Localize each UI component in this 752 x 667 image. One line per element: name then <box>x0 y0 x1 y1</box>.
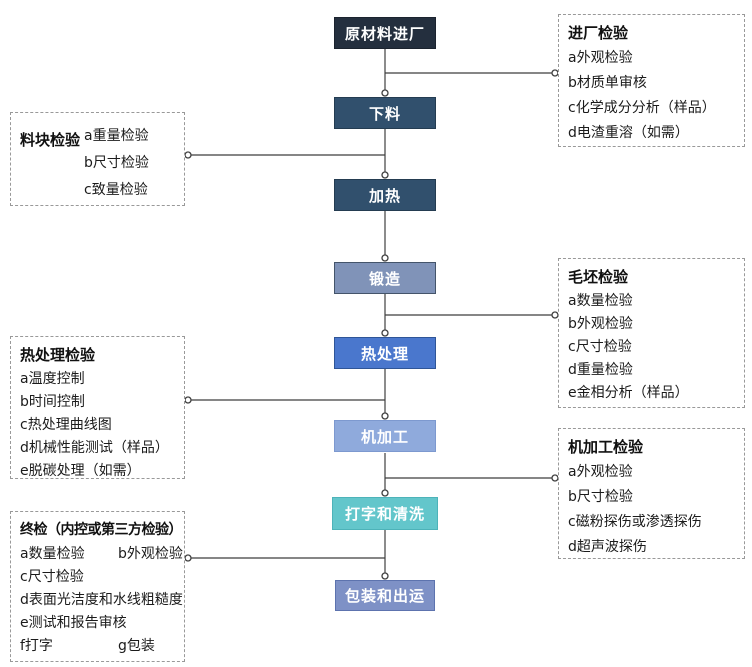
inspection-title: 热处理检验 <box>20 346 96 364</box>
inspection-item: c致量检验 <box>84 182 148 198</box>
inspection-title: 毛坯检验 <box>568 268 629 286</box>
inspection-item-row: d重量检验 <box>568 359 735 382</box>
inspection-box-blank: 毛坯检验 a数量检验 b外观检验 c尺寸检验 d重量检验 e金相分析（样品） <box>558 258 745 408</box>
inspection-item: d机械性能测试（样品） <box>20 440 169 456</box>
flow-step-forging: 锻造 <box>334 262 436 294</box>
flow-step-packing-shipping: 包装和出运 <box>335 580 435 611</box>
flow-lines <box>191 49 552 573</box>
inspection-item: b尺寸检验 <box>568 489 633 505</box>
inspection-item-row: a重量检验 <box>84 123 149 150</box>
inspection-item-row: a数量检验 <box>568 290 735 313</box>
inspection-item: c热处理曲线图 <box>20 417 112 433</box>
inspection-item: a外观检验 <box>568 50 633 66</box>
inspection-item: g包装 <box>118 638 155 654</box>
inspection-title: 机加工检验 <box>568 438 644 456</box>
flow-step-marking-cleaning: 打字和清洗 <box>332 497 438 530</box>
inspection-item-row: a温度控制 <box>20 368 175 391</box>
inspection-items: a重量检验 b尺寸检验 c致量检验 <box>84 118 149 200</box>
inspection-item: b尺寸检验 <box>84 155 149 171</box>
inspection-item: c化学成分分析（样品） <box>568 100 716 116</box>
inspection-box-incoming: 进厂检验 a外观检验 b材质单审核 c化学成分分析（样品） d电渣重溶（如需） <box>558 14 745 147</box>
inspection-item-row: d表面光洁度和水线粗糙度 <box>20 589 183 612</box>
inspection-item-row: b时间控制 <box>20 391 175 414</box>
inspection-items: a外观检验 b尺寸检验 c磁粉探伤或渗透探伤 d超声波探伤 <box>568 460 735 560</box>
inspection-item-row: d电渣重溶（如需） <box>568 121 735 146</box>
inspection-items: a数量检验 b外观检验 c尺寸检验 d重量检验 e金相分析（样品） <box>568 290 735 405</box>
inspection-item-row: f打字 g包装 <box>20 635 175 658</box>
flow-step-heat-treatment: 热处理 <box>334 337 436 369</box>
connector-dot-icons <box>184 69 559 580</box>
inspection-item: c尺寸检验 <box>568 339 632 355</box>
inspection-item-row: d超声波探伤 <box>568 535 735 560</box>
inspection-item-row: e测试和报告审核 <box>20 612 175 635</box>
inspection-item-row: e金相分析（样品） <box>568 382 735 405</box>
inspection-item: b时间控制 <box>20 394 85 410</box>
inspection-box-final: 终检（内控或第三方检验） a数量检验 b外观检验 c尺寸检验 d表面光洁度和水线粗糙度… <box>10 511 185 662</box>
inspection-box-heat-treatment: 热处理检验 a温度控制 b时间控制 c热处理曲线图 d机械性能测试（样品） e脱碳处理（… <box>10 336 185 479</box>
inspection-item-row: d机械性能测试（样品） <box>20 437 175 460</box>
inspection-item: b材质单审核 <box>568 75 647 91</box>
inspection-title: 料块检验 <box>20 131 81 149</box>
inspection-item-row: c尺寸检验 <box>20 566 175 589</box>
inspection-item: b外观检验 <box>568 316 633 332</box>
inspection-item: f打字 <box>20 638 53 654</box>
inspection-item: e测试和报告审核 <box>20 615 127 631</box>
inspection-item: e金相分析（样品） <box>568 385 689 401</box>
inspection-item-row: b尺寸检验 <box>568 485 735 510</box>
inspection-item-row: c磁粉探伤或渗透探伤 <box>568 510 735 535</box>
inspection-item: a温度控制 <box>20 371 85 387</box>
flow-step-heating: 加热 <box>334 179 436 211</box>
inspection-items: a数量检验 b外观检验 c尺寸检验 d表面光洁度和水线粗糙度 e测试和报告审核 f打字 g包… <box>20 543 183 658</box>
inspection-item-row: c化学成分分析（样品） <box>568 96 735 121</box>
inspection-box-machining: 机加工检验 a外观检验 b尺寸检验 c磁粉探伤或渗透探伤 d超声波探伤 <box>558 428 745 559</box>
inspection-item-row: c致量检验 <box>84 177 149 204</box>
inspection-item: d电渣重溶（如需） <box>568 125 689 141</box>
inspection-item-row: a数量检验 b外观检验 <box>20 543 183 566</box>
inspection-item: a外观检验 <box>568 464 633 480</box>
inspection-items: a外观检验 b材质单审核 c化学成分分析（样品） d电渣重溶（如需） <box>568 46 735 146</box>
inspection-item-row: b材质单审核 <box>568 71 735 96</box>
inspection-box-material-block: 料块检验 a重量检验 b尺寸检验 c致量检验 <box>10 112 185 206</box>
inspection-item: d超声波探伤 <box>568 539 647 555</box>
inspection-title: 进厂检验 <box>568 24 629 42</box>
inspection-item-row: e脱碳处理（如需） <box>20 460 175 483</box>
flow-step-raw-material-arrival: 原材料进厂 <box>334 17 436 49</box>
inspection-item: a重量检验 <box>84 128 149 144</box>
inspection-item: d重量检验 <box>568 362 633 378</box>
inspection-item-row: b尺寸检验 <box>84 150 149 177</box>
inspection-item-row: b外观检验 <box>568 313 735 336</box>
inspection-item: a数量检验 <box>568 293 633 309</box>
inspection-item-row: a外观检验 <box>568 46 735 71</box>
inspection-item: b外观检验 <box>118 546 183 562</box>
inspection-item: c磁粉探伤或渗透探伤 <box>568 514 702 530</box>
inspection-item: d表面光洁度和水线粗糙度 <box>20 592 183 608</box>
inspection-item: c尺寸检验 <box>20 569 84 585</box>
inspection-item: e脱碳处理（如需） <box>20 463 141 479</box>
inspection-item-row: c尺寸检验 <box>568 336 735 359</box>
inspection-item: a数量检验 <box>20 546 85 562</box>
flow-step-machining: 机加工 <box>334 420 436 452</box>
inspection-item-row: c热处理曲线图 <box>20 414 175 437</box>
inspection-items: a温度控制 b时间控制 c热处理曲线图 d机械性能测试（样品） e脱碳处理（如需） <box>20 368 175 483</box>
inspection-title: 终检（内控或第三方检验） <box>20 522 183 538</box>
flow-step-cutting: 下料 <box>334 97 436 129</box>
inspection-item-row: a外观检验 <box>568 460 735 485</box>
